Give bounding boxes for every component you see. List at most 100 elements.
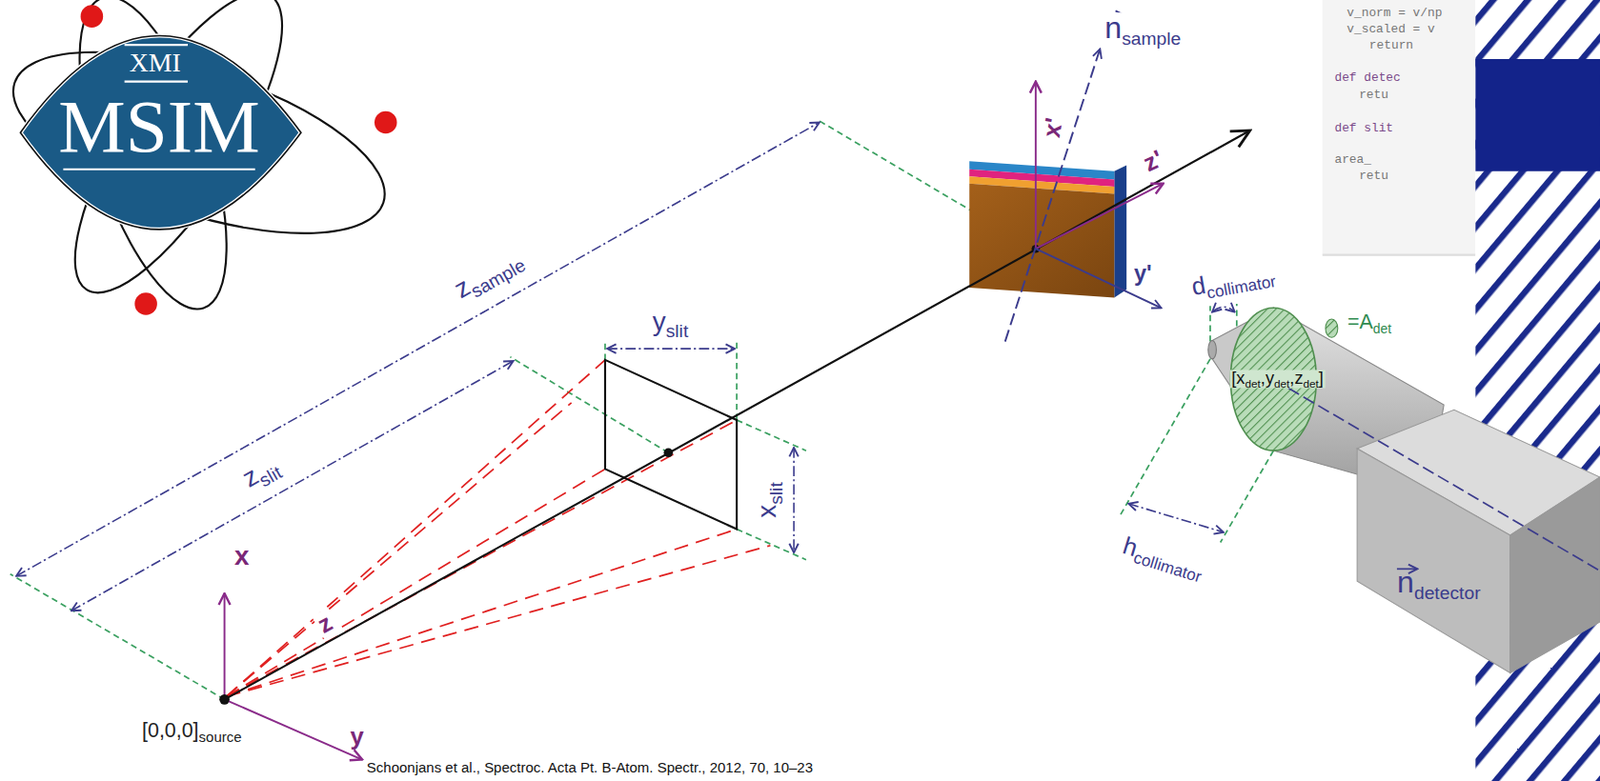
label-text: x (752, 505, 783, 519)
subscript-text: sample (1121, 28, 1181, 49)
detector (1208, 307, 1600, 673)
detector (1356, 448, 1511, 674)
label-text: [0,0,0] (141, 718, 200, 742)
vector-label: nsample (1102, 12, 1183, 45)
code-panel (1322, 0, 1477, 256)
label-text: n (1397, 566, 1415, 601)
detector (1510, 477, 1600, 674)
detector (1273, 379, 1600, 571)
label-text: v_scaled = v (1346, 21, 1435, 37)
beam-axis (224, 130, 1251, 700)
subscript-text: slit (666, 321, 689, 342)
label-text: ,y (1260, 369, 1275, 389)
dimension-label: yslit (650, 308, 690, 337)
label-text: y' (1134, 261, 1153, 286)
subscript-text: det (1303, 378, 1319, 391)
code-line: retu (1356, 167, 1391, 184)
label-text: def slit (1334, 120, 1394, 135)
source-axes (224, 593, 364, 760)
logo (124, 43, 188, 46)
leader-lines (10, 574, 225, 701)
sample-axes (1005, 48, 1101, 342)
subscript-text: det (1244, 378, 1260, 391)
label-text: ,z (1289, 369, 1303, 389)
subscript-text: collimator (1204, 271, 1277, 303)
subscript-text: detector (1414, 583, 1481, 604)
label-text: x' (1037, 115, 1068, 140)
detector (1325, 319, 1338, 338)
origin-label: [0,0,0]source (140, 719, 244, 741)
leader-lines (604, 339, 607, 360)
code-line: v_norm = v/np (1344, 3, 1444, 21)
subscript-text: slit (766, 482, 787, 506)
code-panel (1322, 0, 1477, 256)
code-panel (1322, 254, 1477, 257)
label-text: y (652, 307, 667, 338)
label-text: z (312, 609, 337, 640)
dimension-lines (1128, 504, 1224, 533)
logo-text: MSIM (56, 86, 262, 166)
source-axes (224, 699, 364, 760)
axis-label: z' (1137, 144, 1169, 178)
beam-rays (226, 529, 737, 698)
beam-axis (219, 694, 230, 706)
code-line: area_ (1332, 151, 1374, 168)
logo (81, 4, 104, 28)
leader-lines (736, 420, 807, 451)
leader-lines (1220, 450, 1275, 543)
axis-label: y (348, 724, 366, 750)
subscript-text: det (1373, 321, 1392, 337)
label-text: z' (1138, 144, 1167, 177)
stripe-band (1475, 59, 1600, 172)
subscript-text: source (199, 729, 243, 746)
label-text: area_ (1334, 152, 1372, 167)
vector-label: ndetector (1395, 567, 1482, 601)
beam-rays (226, 403, 572, 697)
sample-axes (1005, 48, 1164, 342)
axis-label: x' (1038, 113, 1069, 142)
logo (20, 35, 301, 229)
label-text: def detec (1334, 70, 1400, 85)
label-text: v_norm = v/np (1346, 4, 1442, 20)
logo (134, 292, 158, 316)
leader-lines (10, 120, 1275, 700)
logo (124, 81, 188, 83)
axis-label: y' (1132, 262, 1155, 286)
detector (1208, 341, 1217, 360)
dimension-label: dcollimator (1187, 260, 1278, 301)
dimension-label: zsample (447, 243, 528, 305)
leader-lines (509, 357, 669, 454)
sample-block (969, 183, 1114, 299)
axis-label: z (311, 608, 339, 640)
code-line: return (1367, 37, 1416, 54)
dimension-lines (1212, 306, 1236, 312)
sample-axes (1035, 183, 1164, 250)
sample-block (969, 161, 1127, 298)
logo (0, 15, 406, 271)
label-text: n (1104, 10, 1122, 45)
leader-lines (1120, 359, 1211, 516)
dimension-label: hcollimator (1117, 531, 1209, 583)
subscript-text: collimator (1131, 547, 1204, 588)
label-text: ] (1318, 369, 1324, 389)
citation-caption: Schoonjans et al., Spectroc. Acta Pt. B-… (366, 759, 813, 776)
label-text: MSIM (58, 83, 260, 168)
label-text: retu (1358, 86, 1389, 102)
dimension-lines (607, 347, 735, 350)
label-text: y (350, 723, 365, 750)
logo-text: XMI (127, 49, 183, 78)
beam-rays (226, 360, 771, 697)
label-text: [x (1231, 369, 1245, 389)
axis-label: x (232, 542, 251, 570)
dimension-lines (792, 447, 795, 553)
beam-rays (226, 468, 606, 697)
logo (0, 0, 406, 326)
logo (62, 168, 255, 171)
vector-arrows (1106, 15, 1418, 569)
sample-axes (1035, 248, 1162, 308)
dimension-lines (71, 361, 514, 611)
logo (20, 35, 301, 229)
beam-axis (664, 447, 674, 458)
label-text: d (1189, 271, 1208, 301)
